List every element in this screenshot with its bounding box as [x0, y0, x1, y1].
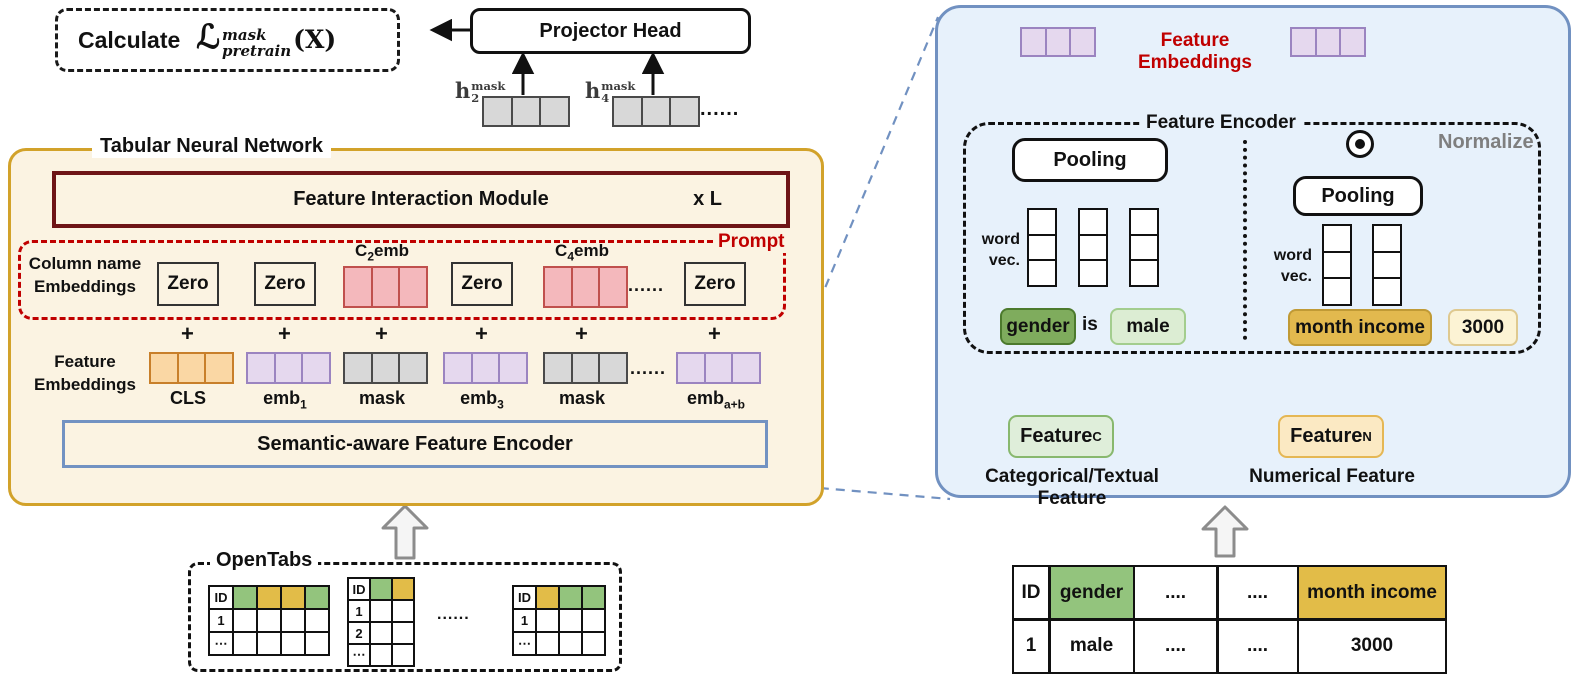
- num-pooling-box: Pooling: [1293, 176, 1423, 216]
- h2-vector: [482, 96, 570, 127]
- loss-argument: (X): [293, 25, 337, 55]
- feature-row-ellipsis: ......: [630, 358, 667, 378]
- feature-interaction-module-box: Feature Interaction Module x L: [52, 171, 790, 228]
- zero-embedding-box: Zero: [254, 262, 316, 306]
- num-word-vector: [1322, 224, 1352, 306]
- loss-symbol: ℒ: [196, 17, 221, 57]
- projector-head-box: Projector Head: [470, 8, 751, 54]
- cls-label: CLS: [170, 388, 206, 408]
- emb1-label: emb1: [263, 388, 307, 412]
- semantic-aware-feature-encoder-box: Semantic-aware Feature Encoder: [62, 420, 768, 468]
- table-cell-gender: male: [1050, 620, 1133, 672]
- cat-word-vector: [1078, 208, 1108, 287]
- column-name-embeddings-label: Column name Embeddings: [28, 254, 142, 296]
- cat-word-vector: [1129, 208, 1159, 287]
- num-feature-embedding-vector: [1290, 27, 1366, 57]
- numerical-caption: Numerical Feature: [1249, 466, 1415, 487]
- tabular-neural-network-title: Tabular Neural Network: [92, 135, 332, 158]
- feature-encoder-title: Feature Encoder: [1140, 112, 1302, 134]
- c2-emb-vector: [343, 266, 428, 308]
- table-header-month-income: month income: [1299, 567, 1445, 618]
- plus-sign: +: [181, 321, 194, 346]
- encoder-divider: [1243, 140, 1247, 340]
- num-word-vec-label: word vec.: [1273, 247, 1312, 285]
- table-header-gender: gender: [1050, 567, 1133, 618]
- opentabs-ellipsis: ......: [437, 606, 470, 623]
- normalize-label: Normalize: [1438, 131, 1534, 153]
- hidden-vectors-ellipsis: ......: [700, 98, 740, 120]
- zero-embedding-box: Zero: [451, 262, 513, 306]
- h4-vector: [612, 96, 700, 127]
- mask-vector: [343, 352, 428, 384]
- categorical-caption: Categorical/Textual Feature: [985, 466, 1159, 509]
- cls-vector: [149, 352, 234, 384]
- zero-embedding-box: Zero: [157, 262, 219, 306]
- raw-data-table: ID gender .... .... month income 1 male …: [1012, 565, 1447, 674]
- prompt-row-ellipsis: ......: [628, 275, 665, 295]
- table-header-id: ID: [1014, 567, 1048, 618]
- table-cell-month-income: 3000: [1299, 620, 1445, 672]
- opentabs-table-2: ID 1 2 ⋯: [347, 577, 415, 667]
- is-connector: is: [1082, 314, 1098, 335]
- feature-embeddings-label: Feature Embeddings: [1137, 30, 1252, 73]
- table-cell-ellipsis: ....: [1218, 620, 1297, 672]
- table-block-arrow: [1201, 505, 1249, 558]
- c4-emb-label: C4emb: [555, 241, 609, 264]
- plus-sign: +: [575, 321, 588, 346]
- emb-ab-label: emba+b: [686, 388, 746, 412]
- loss-subscript: pretrain: [222, 42, 292, 60]
- gender-token: gender: [1000, 308, 1076, 345]
- value-token: 3000: [1448, 309, 1518, 346]
- opentabs-title: OpenTabs: [210, 549, 319, 572]
- mask-label: mask: [358, 388, 406, 408]
- opentabs-table-1: ID 1 ⋯: [208, 585, 330, 656]
- emb-ab-vector: [676, 352, 761, 384]
- opentabs-table-3: ID 1 ⋯: [512, 585, 606, 656]
- cat-pooling-box: Pooling: [1012, 138, 1168, 182]
- month-income-token: month income: [1288, 309, 1432, 346]
- mask-vector: [543, 352, 628, 384]
- plus-sign: +: [708, 321, 721, 346]
- c4-emb-vector: [543, 266, 628, 308]
- opentabs-box: [188, 562, 622, 672]
- table-cell-id: 1: [1014, 620, 1048, 672]
- feature-interaction-module-label: Feature Interaction Module: [293, 188, 549, 210]
- zero-embedding-box: Zero: [684, 262, 746, 306]
- tabular-neural-network-box: [8, 148, 824, 506]
- table-header-ellipsis: ....: [1135, 567, 1216, 618]
- prompt-title: Prompt: [714, 231, 789, 253]
- plus-sign: +: [375, 321, 388, 346]
- plus-sign: +: [475, 321, 488, 346]
- feature-embeddings-row-label: Feature Embeddings: [33, 352, 136, 394]
- emb3-label: emb3: [460, 388, 504, 412]
- male-token: male: [1110, 308, 1186, 345]
- cat-feature-embedding-vector: [1020, 27, 1096, 57]
- prompt-box: [18, 240, 786, 320]
- table-cell-ellipsis: ....: [1135, 620, 1216, 672]
- emb1-vector: [246, 352, 331, 384]
- emb3-vector: [443, 352, 528, 384]
- loss-superscript: mask: [222, 26, 267, 45]
- opentabs-block-arrow: [381, 504, 429, 560]
- plus-sign: +: [278, 321, 291, 346]
- repeat-times-label: x L: [693, 188, 722, 210]
- mask-label: mask: [558, 388, 606, 408]
- table-header-ellipsis: ....: [1218, 567, 1297, 618]
- cat-word-vec-label: word vec.: [981, 231, 1020, 269]
- cat-word-vector: [1027, 208, 1057, 287]
- elementwise-multiply-icon: [1346, 130, 1374, 158]
- calculate-label: Calculate: [78, 26, 181, 53]
- num-word-vector: [1372, 224, 1402, 306]
- c2-emb-label: C2emb: [355, 241, 409, 264]
